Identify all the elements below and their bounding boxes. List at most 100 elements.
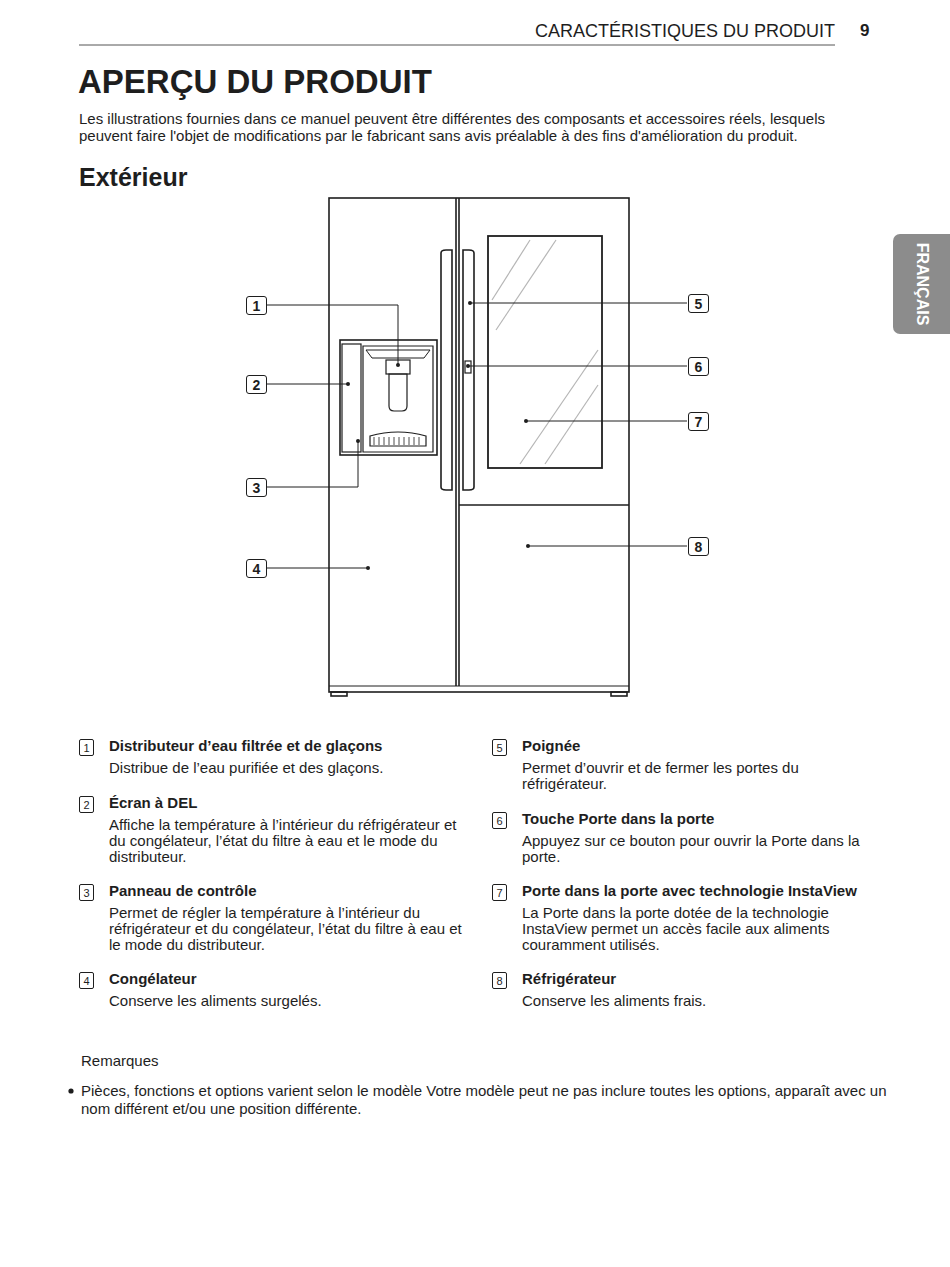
legend-item: 2 Écran à DEL Affiche la température à l’i…	[79, 794, 464, 865]
reflection-line	[520, 350, 598, 464]
item-number: 1	[79, 739, 94, 756]
leader-dot	[526, 544, 530, 548]
grill-stroke	[374, 437, 375, 445]
callout-digit: 3	[253, 481, 261, 495]
leader-dots	[346, 301, 530, 570]
legend-item: 6Touche Porte dans la porteAppuyez sur c…	[492, 810, 872, 865]
leader-dot	[366, 566, 370, 570]
running-header: CARACTÉRISTIQUES DU PRODUIT	[535, 20, 835, 42]
leader-line	[468, 366, 687, 367]
legend-item: 7 Porte dans la porte avec technologie In…	[492, 882, 872, 953]
reflection-line	[492, 240, 530, 300]
item-number: 3	[79, 884, 94, 901]
grill-stroke	[399, 437, 400, 445]
grill-stroke	[409, 437, 410, 445]
item-description: Affiche la température à l’intérieur du …	[109, 817, 464, 865]
callout-number: 6	[688, 357, 709, 376]
item-description: Permet d’ouvrir et de fermer les portes …	[522, 760, 872, 792]
leader-lines	[267, 303, 687, 568]
item-heading: Écran à DEL	[109, 794, 464, 812]
legend-item: 1 Distributeur d’eau filtrée et de glaçon…	[79, 737, 464, 776]
grill-stroke	[414, 437, 415, 445]
language-tab: FRANÇAIS	[893, 234, 950, 334]
item-number: 2	[79, 796, 94, 813]
freezer-handle	[441, 250, 452, 490]
leader-line	[526, 421, 687, 422]
item-description: Conserve les aliments surgelés.	[109, 993, 464, 1009]
legend-item: 3Panneau de contrôlePermet de régler la …	[79, 882, 464, 953]
header-rule	[79, 45, 835, 46]
item-heading: Réfrigérateur	[522, 970, 872, 988]
leader-dot	[524, 419, 528, 423]
door-button	[465, 361, 471, 373]
callout-digit: 1	[253, 299, 261, 313]
callout-number: 4	[246, 559, 267, 578]
drip-tray	[370, 432, 426, 446]
callout-number: 8	[688, 537, 709, 556]
item-description: Distribue de l’eau purifiée et des glaço…	[109, 760, 464, 776]
item-heading: Panneau de contrôle	[109, 882, 464, 900]
leader-line	[267, 568, 368, 569]
dispenser-frame	[340, 340, 437, 455]
callout-digit: 2	[253, 378, 261, 392]
leader-dot	[396, 363, 400, 367]
control-panel	[342, 344, 361, 452]
grill-stroke	[384, 437, 385, 445]
reflection-line	[545, 385, 598, 464]
item-number: 5	[492, 739, 507, 756]
grill-stroke	[419, 437, 420, 445]
item-heading: Congélateur	[109, 970, 464, 988]
item-description: Appuyez sur ce bouton pour ouvrir la Por…	[522, 833, 872, 865]
dispenser-paddle	[389, 374, 407, 411]
page-number: 9	[860, 20, 869, 42]
fridge-handle	[463, 250, 474, 490]
callout-digit: 5	[695, 297, 703, 311]
glass-reflection	[492, 240, 598, 464]
legend-item: 8 RéfrigérateurConserve les aliments frai…	[492, 970, 872, 1009]
callout-number: 3	[246, 478, 267, 497]
leader-dot	[466, 364, 470, 368]
leader-line	[528, 546, 687, 547]
notes-heading: Remarques	[81, 1052, 159, 1070]
leader-line	[267, 441, 358, 487]
leader-line	[470, 303, 687, 304]
bullet-dot	[68, 1088, 73, 1093]
door-gap	[458, 198, 460, 686]
item-heading: Poignée	[522, 737, 872, 755]
item-heading: Porte dans la porte avec technologie Ins…	[522, 882, 872, 900]
foot	[611, 692, 627, 696]
leader-line	[267, 305, 398, 364]
fridge-body	[329, 198, 629, 696]
item-number: 7	[492, 884, 507, 901]
callout-number: 7	[688, 412, 709, 431]
grill-stroke	[394, 437, 395, 445]
door-gap	[455, 198, 457, 686]
foot	[331, 692, 347, 696]
leader-dot	[346, 382, 350, 386]
callout-number: 2	[246, 375, 267, 394]
leader-dot	[468, 301, 472, 305]
cabinet-outline	[329, 198, 629, 692]
item-description: La Porte dans la porte dotée de la techn…	[522, 905, 872, 953]
instaview-glass	[488, 236, 602, 468]
grill-stroke	[389, 437, 390, 445]
item-heading: Touche Porte dans la porte	[522, 810, 872, 828]
callout-digit: 4	[253, 562, 261, 576]
callout-number: 5	[688, 294, 709, 313]
legend-item: 4 CongélateurConserve les aliments surgel…	[79, 970, 464, 1009]
note-text: Pièces, fonctions et options varient sel…	[81, 1082, 896, 1118]
callout-digit: 8	[695, 540, 703, 554]
reflection-line	[496, 240, 556, 330]
item-heading: Distributeur d’eau filtrée et de glaçons	[109, 737, 464, 755]
leader-line	[267, 384, 348, 385]
callout-digit: 6	[695, 360, 703, 374]
door-in-door-edge	[459, 504, 629, 506]
page-title: APERÇU DU PRODUIT	[78, 63, 432, 101]
item-number: 8	[492, 972, 507, 989]
grill-stroke	[379, 437, 380, 445]
callout-digit: 7	[695, 415, 703, 429]
item-description: Conserve les aliments frais.	[522, 993, 872, 1009]
item-number: 4	[79, 972, 94, 989]
leader-dot	[356, 439, 360, 443]
